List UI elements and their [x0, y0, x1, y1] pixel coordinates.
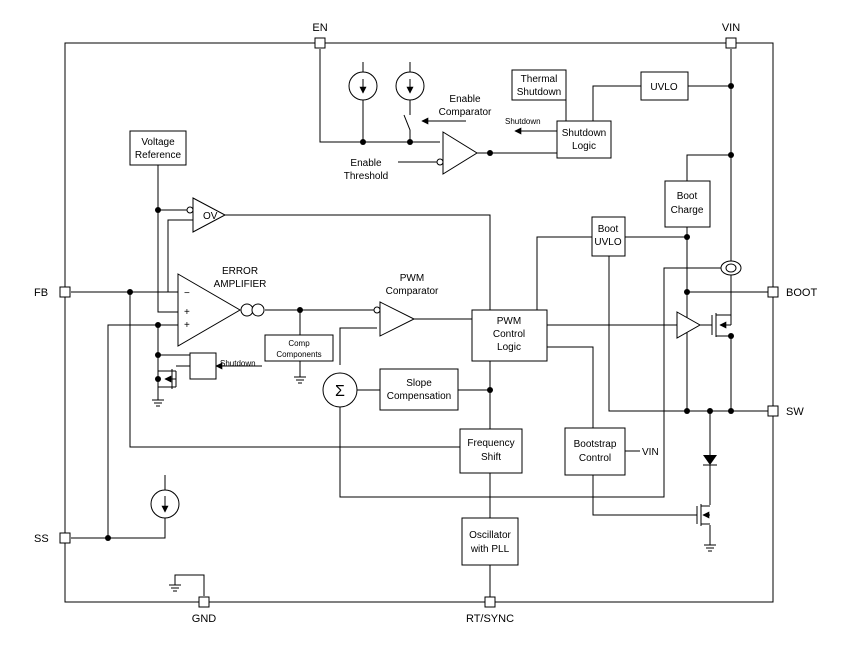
block-voltage-reference: Voltage Reference	[129, 130, 187, 166]
svg-text:+: +	[184, 320, 190, 331]
svg-text:Charge: Charge	[671, 205, 704, 216]
enable-comparator-label: Enable	[449, 94, 481, 105]
pwm-comparator-label: PWM	[400, 273, 424, 284]
svg-text:Frequency: Frequency	[467, 438, 514, 449]
low-side-mosfet	[696, 504, 710, 526]
ov-comparator: OV	[186, 197, 227, 233]
pin-gnd-label: GND	[192, 613, 217, 625]
svg-text:Bootstrap: Bootstrap	[574, 439, 617, 450]
bootstrap-vin-label: VIN	[642, 447, 659, 458]
svg-text:Σ: Σ	[335, 383, 345, 400]
error-amplifier-label-2: AMPLIFIER	[214, 279, 267, 290]
block-uvlo: UVLO	[640, 71, 689, 101]
svg-text:Boot: Boot	[677, 191, 698, 202]
svg-text:PWM: PWM	[497, 316, 521, 327]
pin-en	[314, 37, 326, 49]
svg-text:Control: Control	[579, 453, 611, 464]
svg-text:Shutdown: Shutdown	[517, 87, 561, 98]
pin-en-label: EN	[312, 22, 327, 34]
high-side-driver	[676, 311, 702, 339]
pin-ss-label: SS	[34, 533, 49, 545]
svg-text:−: −	[184, 288, 190, 299]
shutdown-signal-label: Shutdown	[505, 117, 541, 126]
svg-text:Oscillator: Oscillator	[469, 530, 511, 541]
ss-shutdown-label: Shutdown	[220, 359, 256, 368]
block-thermal-shutdown: Thermal Shutdown	[511, 69, 567, 101]
junction-dots	[105, 83, 734, 541]
block-bootstrap-control: Bootstrap Control	[564, 427, 626, 476]
high-side-mosfet	[711, 313, 731, 337]
svg-text:Reference: Reference	[135, 150, 182, 161]
pin-rt-sync	[484, 596, 496, 608]
error-amplifier-label: ERROR	[222, 266, 258, 277]
block-boot-charge: Boot Charge	[664, 180, 711, 228]
pin-boot-label: BOOT	[786, 287, 817, 299]
pin-gnd	[198, 596, 210, 608]
current-sense-ring	[720, 260, 742, 276]
svg-text:UVLO: UVLO	[650, 82, 677, 93]
block-pwm-control-logic: PWM Control Logic	[471, 309, 548, 362]
pin-sw-label: SW	[786, 406, 804, 418]
enable-threshold-label-2: Threshold	[344, 171, 388, 182]
pwm-comparator-label-2: Comparator	[386, 286, 439, 297]
pin-rt-sync-label: RT/SYNC	[466, 613, 514, 625]
current-source-2	[395, 62, 425, 101]
svg-text:Logic: Logic	[497, 342, 521, 353]
error-amplifier: − + +	[177, 273, 265, 347]
block-slope-compensation: Slope Compensation	[379, 368, 459, 411]
pin-boot	[767, 286, 779, 298]
svg-text:Logic: Logic	[572, 141, 596, 152]
svg-text:+: +	[184, 307, 190, 318]
svg-text:UVLO: UVLO	[594, 237, 621, 248]
svg-text:Thermal: Thermal	[521, 74, 558, 85]
current-source-1	[348, 62, 378, 101]
bootstrap-diode	[703, 455, 717, 466]
svg-text:Compensation: Compensation	[387, 391, 451, 402]
svg-text:Boot: Boot	[598, 224, 619, 235]
svg-text:Shutdown: Shutdown	[562, 128, 606, 139]
enable-threshold-label: Enable	[350, 158, 382, 169]
pin-vin-label: VIN	[722, 22, 740, 34]
pin-fb	[59, 286, 71, 298]
block-oscillator-with-pll: Oscillator with PLL	[461, 517, 519, 566]
svg-text:with PLL: with PLL	[470, 544, 510, 555]
svg-text:Slope: Slope	[406, 378, 432, 389]
svg-text:Shift: Shift	[481, 452, 501, 463]
pwm-comparator	[373, 301, 416, 337]
svg-text:Comp: Comp	[288, 339, 310, 348]
pin-ss	[59, 532, 71, 544]
svg-text:Control: Control	[493, 329, 525, 340]
pins: EN VIN FB BOOT SW SS GND RT/SYNC	[34, 22, 817, 625]
chip-outline	[64, 42, 774, 603]
svg-text:Components: Components	[276, 350, 321, 359]
pin-sw	[767, 405, 779, 417]
block-shutdown-logic: Shutdown Logic	[556, 120, 612, 159]
svg-text:Voltage: Voltage	[141, 137, 175, 148]
enable-comparator-label-2: Comparator	[439, 107, 492, 118]
current-source-ss	[150, 489, 180, 519]
ss-shutdown-switch	[158, 352, 217, 389]
block-comp-components: Comp Components	[264, 334, 334, 362]
enable-comparator	[436, 131, 478, 175]
ground-symbols	[152, 376, 716, 592]
block-boot-uvlo: Boot UVLO	[591, 216, 626, 257]
svg-text:OV: OV	[203, 211, 218, 222]
block-frequency-shift: Frequency Shift	[459, 428, 523, 474]
summing-node: Σ	[322, 372, 358, 408]
pin-vin	[725, 37, 737, 49]
pin-fb-label: FB	[34, 287, 48, 299]
